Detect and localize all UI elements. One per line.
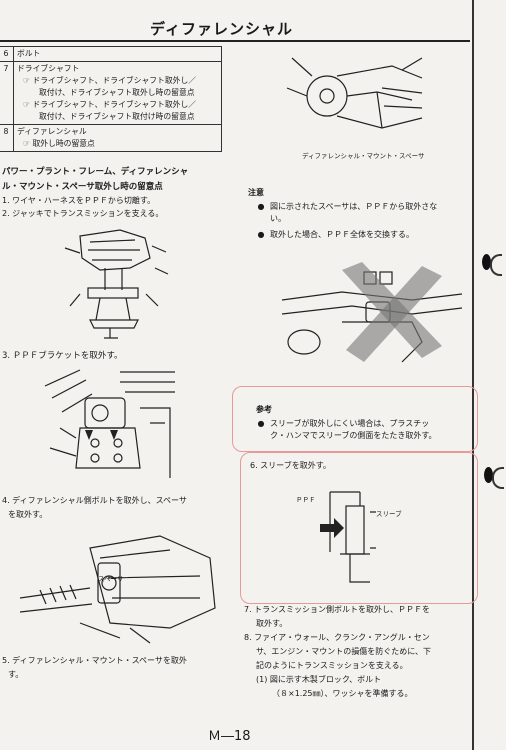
reference-link[interactable]: ☞ ドライブシャフト、ドライブシャフト取外し／ (23, 76, 197, 85)
title-rule (0, 40, 470, 42)
figure-label: スペーサ (98, 575, 124, 583)
step-text: サ、エンジン・マウントの損傷を防ぐために、下 (256, 647, 432, 656)
step-text: 7. トランスミッション側ボルトを取外し、ＰＰＦを (244, 605, 431, 614)
step-text: を取外す。 (8, 510, 48, 519)
step-text: 記のようにトランスミッションを支える。 (256, 661, 408, 670)
spacer-illustration (20, 535, 216, 644)
page-edge (472, 0, 474, 750)
row-number: 6 (0, 46, 14, 62)
step6-box (240, 452, 478, 604)
step-text: (1) 図に示す木製ブロック、ボルト (256, 675, 382, 684)
reference-title: 参考 (256, 405, 272, 414)
table-row: 8 ディファレンシャル ☞ 取外し時の留意点 (0, 124, 222, 152)
binding-ring (490, 254, 502, 276)
step-text: す。 (8, 670, 24, 679)
row-number: 8 (0, 124, 14, 152)
crossed-spacer-illustration (282, 262, 462, 363)
figure-caption: ディファレンシャル・マウント・スペーサ (302, 152, 425, 160)
reference-box (232, 386, 478, 452)
step-text: 取外す。 (256, 619, 288, 628)
step-text: 1. ワイヤ・ハーネスをＰＰＦから切離す。 (2, 196, 156, 205)
table-row: 6 ボルト (0, 46, 222, 62)
page-title: ディファレンシャル (150, 20, 293, 38)
binding-hole (484, 467, 493, 483)
figure-label: ＰＰＦ (296, 496, 316, 504)
section-heading: ル・マウント・スペーサ取外し時の留意点 (2, 182, 163, 192)
parts-table: 6 ボルト 7 ドライブシャフト ☞ ドライブシャフト、ドライブシャフト取外し／… (0, 46, 222, 152)
step-text: 5. ディファレンシャル・マウント・スペーサを取外 (2, 656, 187, 665)
reference-link[interactable]: ☞ ドライブシャフト、ドライブシャフト取外し／ (23, 100, 197, 109)
caution-title: 注意 (248, 188, 264, 197)
binding-ring (492, 467, 504, 489)
caution-item: ●図に示されたスペーサは、ＰＰＦから取外さな い。 ●取外した場合、ＰＰＦ全体を… (257, 202, 438, 239)
step-text: （８×1.25㎜）、ワッシャを準備する。 (272, 689, 413, 698)
row-text: ボルト (13, 46, 222, 62)
row-number: 7 (0, 61, 14, 125)
ppf-bracket-illustration (44, 369, 175, 478)
step-text: 2. ジャッキでトランスミッションを支える。 (2, 209, 164, 218)
figure-label: スリーブ (376, 510, 402, 518)
reference-link[interactable]: ☞ 取外し時の留意点 (23, 139, 95, 148)
row-text: ドライブシャフト ☞ ドライブシャフト、ドライブシャフト取外し／ 取付け、ドライ… (13, 61, 222, 125)
reference-item: ●スリーブが取外しにくい場合は、プラスチッ ク・ハンマでスリーブの側面をたたき取… (257, 419, 437, 440)
jack-illustration (64, 229, 169, 339)
differential-mount-illustration (286, 57, 423, 129)
step-text: 3. ＰＰＦブラケットを取外す。 (2, 351, 123, 361)
table-row: 7 ドライブシャフト ☞ ドライブシャフト、ドライブシャフト取外し／ 取付け、ド… (0, 61, 222, 125)
step-text: 6. スリーブを取外す。 (250, 461, 331, 470)
row-text: ディファレンシャル ☞ 取外し時の留意点 (13, 124, 222, 152)
binding-hole (482, 254, 491, 270)
step-text: 4. ディファレンシャル側ボルトを取外し、スペーサ (2, 496, 187, 505)
page-number: Ｍ―18 (208, 729, 251, 744)
step-text: 8. ファイア・ウォール、クランク・アングル・セン (244, 633, 430, 642)
section-heading: パワー・プラント・フレーム、ディファレンシャ (2, 167, 189, 177)
sleeve-illustration (320, 491, 376, 583)
